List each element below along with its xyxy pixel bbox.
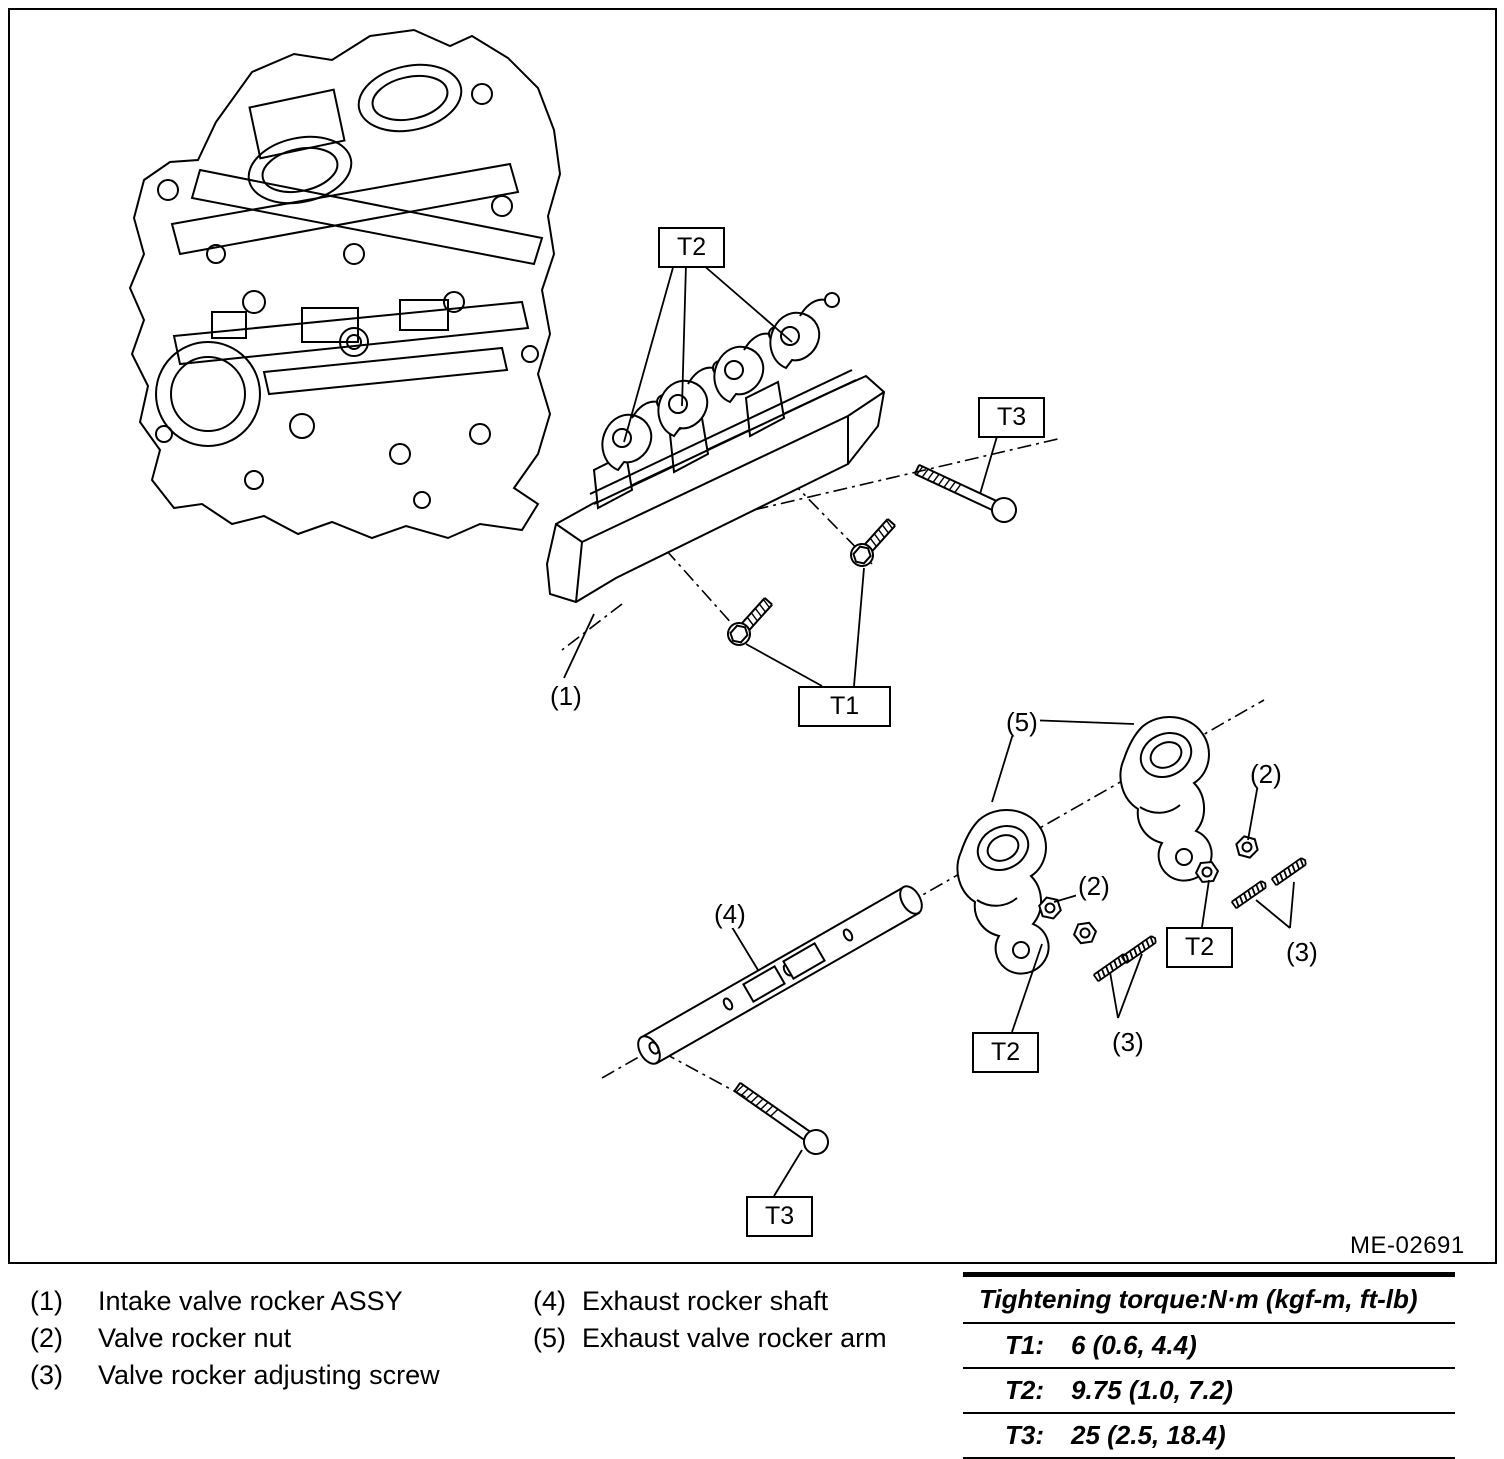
torque-row-t3-key: T3:: [1005, 1420, 1044, 1450]
torque-row-t3-value: 25 (2.5, 18.4): [1071, 1420, 1226, 1450]
torque-row-t2-key: T2:: [1005, 1375, 1044, 1405]
torque-row-t1-key: T1:: [1005, 1330, 1044, 1360]
callout-2-right: (2): [1248, 759, 1284, 789]
legend-label-1: Intake valve rocker ASSY: [98, 1286, 403, 1316]
torque-table-title: Tightening torque:N·m (kgf-m, ft-lb): [963, 1277, 1455, 1324]
callout-3-right: (3): [1284, 937, 1320, 967]
callout-3-mid: (3): [1110, 1027, 1146, 1057]
torque-label-t1: T1: [798, 686, 892, 727]
torque-label-t2-top: T2: [658, 227, 726, 268]
torque-row-t1: T1: 6 (0.6, 4.4): [963, 1324, 1455, 1369]
legend-label-2: Valve rocker nut: [98, 1323, 292, 1353]
torque-row-t3: T3: 25 (2.5, 18.4): [963, 1414, 1455, 1459]
exhaust-rocker-shaft-drawing: [637, 885, 923, 1065]
torque-row-t1-value: 6 (0.6, 4.4): [1071, 1330, 1197, 1360]
engine-block-drawing: [128, 28, 562, 540]
callout-5: (5): [1004, 707, 1040, 737]
legend-label-3: Valve rocker adjusting screw: [98, 1360, 440, 1390]
legend-num-4: (4): [533, 1286, 566, 1316]
torque-label-t3-top: T3: [978, 397, 1046, 438]
legend-num-3: (3): [30, 1360, 63, 1390]
diagram-frame: T2 T3 T1 T2 T2 T3 (1) (5) (2) (2) (3) (3…: [8, 8, 1497, 1264]
legend-label-4: Exhaust rocker shaft: [582, 1286, 829, 1316]
legend-num-1: (1): [30, 1286, 63, 1316]
figure-code: ME-02691: [1350, 1232, 1465, 1259]
torque-row-t2: T2: 9.75 (1.0, 7.2): [963, 1369, 1455, 1414]
callout-1: (1): [548, 681, 584, 711]
callout-2-mid: (2): [1076, 871, 1112, 901]
legend-num-5: (5): [533, 1323, 566, 1353]
intake-rocker-assy-drawing: [545, 292, 886, 604]
legend-num-2: (2): [30, 1323, 63, 1353]
torque-row-t2-value: 9.75 (1.0, 7.2): [1071, 1375, 1233, 1405]
torque-label-t3-bottom: T3: [746, 1196, 814, 1237]
t1-bolts-drawing: [722, 513, 901, 651]
torque-label-t2-mid: T2: [972, 1032, 1040, 1073]
leader-lines: [563, 263, 1295, 1197]
torque-label-t2-right: T2: [1166, 927, 1234, 968]
diagram-artwork: [128, 28, 1309, 1197]
torque-table: Tightening torque:N·m (kgf-m, ft-lb) T1:…: [963, 1272, 1455, 1459]
callout-4: (4): [712, 899, 748, 929]
legend-label-5: Exhaust valve rocker arm: [582, 1323, 887, 1353]
